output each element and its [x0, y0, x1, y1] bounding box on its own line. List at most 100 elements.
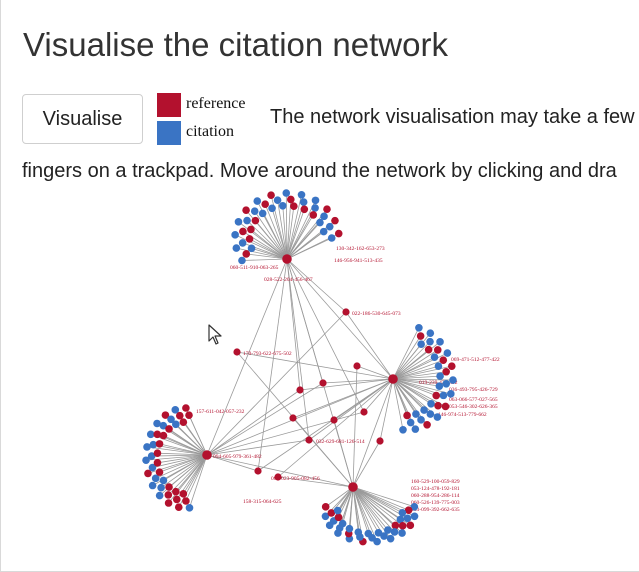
leaf-node[interactable]	[345, 524, 354, 533]
leaf-node[interactable]	[267, 191, 275, 199]
leaf-node[interactable]	[175, 411, 184, 420]
leaf-node[interactable]	[174, 503, 183, 511]
leaf-node[interactable]	[424, 345, 433, 354]
leaf-node[interactable]	[165, 425, 173, 433]
leaf-node[interactable]	[316, 218, 324, 227]
leaf-node[interactable]	[159, 476, 168, 485]
leaf-node[interactable]	[153, 449, 162, 457]
leaf-node[interactable]	[417, 416, 425, 424]
leaf-node[interactable]	[155, 440, 164, 448]
leaf-node[interactable]	[161, 411, 170, 419]
leaf-node[interactable]	[323, 205, 331, 214]
leaf-node[interactable]	[398, 522, 407, 530]
hub-node[interactable]	[388, 374, 398, 384]
leaf-node[interactable]	[410, 512, 419, 521]
leaf-node[interactable]	[171, 406, 180, 414]
leaf-node[interactable]	[423, 420, 431, 429]
leaf-node[interactable]	[404, 506, 413, 515]
leaf-node[interactable]	[406, 418, 415, 427]
leaf-node[interactable]	[399, 426, 407, 434]
leaf-node[interactable]	[435, 382, 444, 390]
leaf-node[interactable]	[334, 229, 343, 238]
leaf-node[interactable]	[416, 332, 425, 340]
leaf-node[interactable]	[338, 519, 347, 528]
leaf-node[interactable]	[232, 244, 241, 252]
bridge-node[interactable]	[319, 379, 327, 387]
leaf-node[interactable]	[243, 216, 251, 225]
bridge-node[interactable]	[289, 414, 297, 422]
leaf-node[interactable]	[412, 410, 420, 418]
leaf-node[interactable]	[415, 323, 423, 332]
bridge-node[interactable]	[376, 437, 384, 445]
citation-network-graph[interactable]: 022-186-530-645-073170-793-622-675-50202…	[130, 185, 639, 565]
leaf-node[interactable]	[432, 391, 441, 400]
leaf-node[interactable]	[398, 508, 407, 517]
leaf-node[interactable]	[167, 415, 175, 424]
leaf-node[interactable]	[427, 399, 435, 408]
leaf-node[interactable]	[172, 495, 181, 504]
bridge-node[interactable]	[360, 408, 368, 416]
leaf-node[interactable]	[319, 227, 328, 236]
leaf-node[interactable]	[164, 499, 173, 507]
leaf-node[interactable]	[406, 521, 415, 530]
leaf-node[interactable]	[439, 356, 448, 364]
leaf-node[interactable]	[278, 202, 287, 210]
leaf-node[interactable]	[327, 234, 336, 242]
leaf-node[interactable]	[380, 532, 388, 540]
leaf-node[interactable]	[334, 513, 343, 522]
leaf-node[interactable]	[146, 430, 155, 439]
leaf-node[interactable]	[443, 349, 452, 357]
bridge-node[interactable]	[254, 467, 262, 475]
leaf-node[interactable]	[159, 421, 168, 430]
bridge-node[interactable]	[353, 362, 361, 370]
leaf-node[interactable]	[449, 376, 457, 384]
leaf-node[interactable]	[251, 216, 260, 225]
leaf-node[interactable]	[426, 337, 434, 346]
leaf-node[interactable]	[320, 212, 328, 221]
bridge-node[interactable]	[330, 416, 338, 424]
leaf-node[interactable]	[261, 200, 269, 209]
leaf-node[interactable]	[250, 207, 259, 216]
leaf-node[interactable]	[247, 244, 256, 253]
leaf-node[interactable]	[439, 391, 448, 400]
leaf-node[interactable]	[143, 443, 151, 451]
leaf-node[interactable]	[403, 411, 411, 420]
leaf-node[interactable]	[182, 497, 190, 505]
leaf-node[interactable]	[149, 440, 158, 449]
leaf-node[interactable]	[147, 452, 156, 460]
leaf-node[interactable]	[441, 402, 450, 411]
leaf-node[interactable]	[411, 425, 420, 433]
bridge-node[interactable]	[233, 348, 241, 356]
bridge-node[interactable]	[274, 473, 282, 481]
leaf-node[interactable]	[148, 463, 157, 472]
leaf-node[interactable]	[258, 209, 267, 218]
leaf-node[interactable]	[436, 338, 444, 346]
leaf-node[interactable]	[364, 529, 373, 538]
leaf-node[interactable]	[286, 195, 295, 204]
hub-node[interactable]	[282, 254, 292, 264]
leaf-node[interactable]	[153, 419, 161, 428]
leaf-node[interactable]	[164, 491, 173, 499]
hub-node[interactable]	[348, 482, 358, 492]
leaf-node[interactable]	[447, 362, 456, 370]
leaf-node[interactable]	[179, 490, 188, 498]
leaf-node[interactable]	[273, 196, 282, 204]
leaf-node[interactable]	[300, 205, 309, 214]
leaf-node[interactable]	[238, 239, 247, 247]
leaf-node[interactable]	[333, 506, 342, 515]
leaf-node[interactable]	[442, 379, 451, 388]
leaf-node[interactable]	[384, 526, 392, 534]
leaf-node[interactable]	[390, 528, 399, 536]
leaf-node[interactable]	[153, 430, 162, 439]
leaf-node[interactable]	[297, 190, 306, 199]
leaf-node[interactable]	[434, 401, 442, 410]
leaf-node[interactable]	[299, 198, 308, 206]
leaf-node[interactable]	[410, 502, 419, 511]
leaf-node[interactable]	[417, 340, 425, 348]
leaf-node[interactable]	[290, 202, 298, 210]
leaf-node[interactable]	[238, 256, 246, 265]
leaf-node[interactable]	[420, 406, 428, 414]
leaf-node[interactable]	[185, 411, 193, 419]
leaf-node[interactable]	[242, 250, 251, 258]
leaf-node[interactable]	[426, 329, 435, 337]
